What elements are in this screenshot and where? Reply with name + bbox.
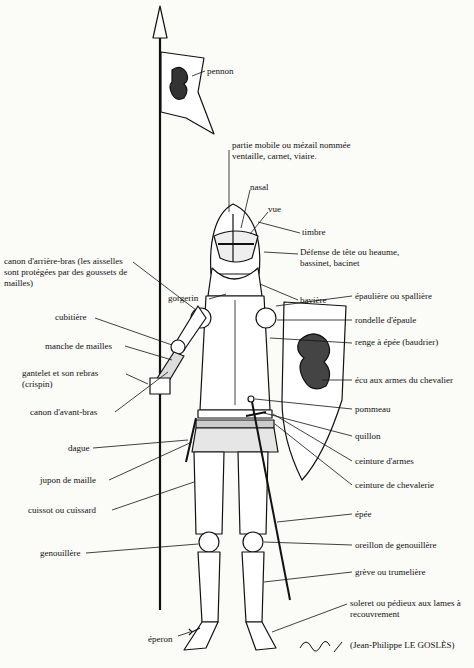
spearhead: [153, 6, 167, 38]
leader-line: [95, 318, 172, 345]
part-label: quillon: [355, 431, 381, 442]
part-label: grève ou trumelière: [355, 567, 425, 578]
cuisse: [194, 452, 224, 534]
part-label: Défense de tête ou heaume, bassinet, bac…: [300, 247, 412, 269]
part-label: jupon de maille: [40, 475, 96, 486]
belt: [198, 410, 272, 418]
leader-line: [264, 252, 298, 254]
leader-line: [270, 338, 352, 343]
visor: [214, 231, 258, 262]
part-label: cuissot ou cuissard: [28, 505, 96, 516]
sabaton: [246, 622, 276, 650]
part-label: écu aux armes du chevalier: [355, 375, 453, 386]
shield: [282, 302, 346, 480]
leader-line: [112, 482, 194, 510]
rondelle: [256, 308, 276, 328]
leader-line: [250, 212, 268, 234]
part-label: soleret ou pédieux aux lames à recouvrem…: [350, 598, 470, 620]
leader-line: [264, 572, 352, 582]
poleyn: [243, 532, 263, 552]
sabaton: [184, 622, 218, 650]
greave: [198, 552, 220, 622]
part-label: éperon: [148, 634, 173, 645]
part-label: épaulière ou spallière: [355, 291, 432, 302]
leader-line: [125, 346, 172, 360]
leader-line: [258, 222, 300, 233]
leader-line: [276, 296, 352, 306]
part-label: dague: [68, 443, 90, 454]
part-label: oreillon de genouillère: [355, 540, 436, 551]
leader-line: [264, 542, 352, 545]
leader-line: [272, 604, 347, 632]
part-label: timbre: [302, 227, 326, 238]
leader-line: [277, 320, 352, 321]
quillon: [246, 412, 266, 416]
part-label: partie mobile ou mézail nommée ventaille…: [232, 140, 372, 162]
nasal: [232, 214, 233, 262]
leader-line: [86, 544, 198, 553]
leader-line: [115, 372, 168, 412]
leader-line: [275, 424, 352, 485]
part-label: pommeau: [355, 404, 391, 415]
leader-line: [322, 380, 352, 381]
pennon-lion: [170, 67, 188, 99]
gauntlet: [150, 378, 170, 394]
part-label: canon d'avant-bras: [30, 407, 97, 418]
part-label: canon d'arrière-bras (les aisselles sont…: [4, 256, 132, 289]
part-label: rondelle d'épaule: [355, 315, 416, 326]
lance: [159, 38, 161, 610]
greave: [242, 552, 264, 622]
part-label: nasal: [250, 182, 269, 193]
bavière: [208, 268, 262, 296]
part-label: épée: [355, 509, 371, 520]
part-label: (Jean-Philippe LE GOSLÈS): [350, 640, 454, 651]
part-label: ceinture de chevalerie: [355, 480, 434, 491]
part-label: bavière: [300, 295, 326, 306]
knight-belt: [196, 420, 274, 428]
vision-slit: [218, 243, 254, 245]
part-label: renge à épée (baudrier): [355, 337, 455, 348]
couter: [171, 340, 185, 354]
part-label: manche de mailles: [45, 341, 112, 352]
part-label: pennon: [207, 66, 234, 77]
poleyn: [199, 532, 219, 552]
part-label: vue: [268, 204, 281, 215]
breastplate-ridge: [235, 300, 236, 405]
leader-line: [93, 440, 188, 448]
pommel: [248, 396, 254, 402]
leader-line: [277, 514, 352, 522]
part-label: gorgerin: [168, 293, 198, 304]
part-label: gantelet et son rebras (crispin): [22, 368, 124, 390]
leader-line: [255, 399, 352, 409]
pennon-flag: [161, 52, 214, 134]
mail-skirt: [192, 428, 278, 452]
shield-lion: [298, 334, 330, 389]
leader-line: [178, 632, 190, 636]
part-label: cubitière: [55, 312, 86, 323]
leader-line: [260, 284, 298, 300]
leader-line: [109, 442, 192, 480]
leader-line: [209, 294, 226, 299]
part-label: genouillère: [40, 548, 80, 559]
leader-line: [229, 150, 230, 212]
spur: [189, 628, 200, 635]
leader-line: [192, 71, 205, 76]
signature: [300, 641, 342, 652]
leader-line: [241, 190, 250, 228]
part-label: ceinture d'armes: [355, 456, 414, 467]
leader-line: [126, 374, 148, 384]
bascinet: [211, 204, 260, 274]
